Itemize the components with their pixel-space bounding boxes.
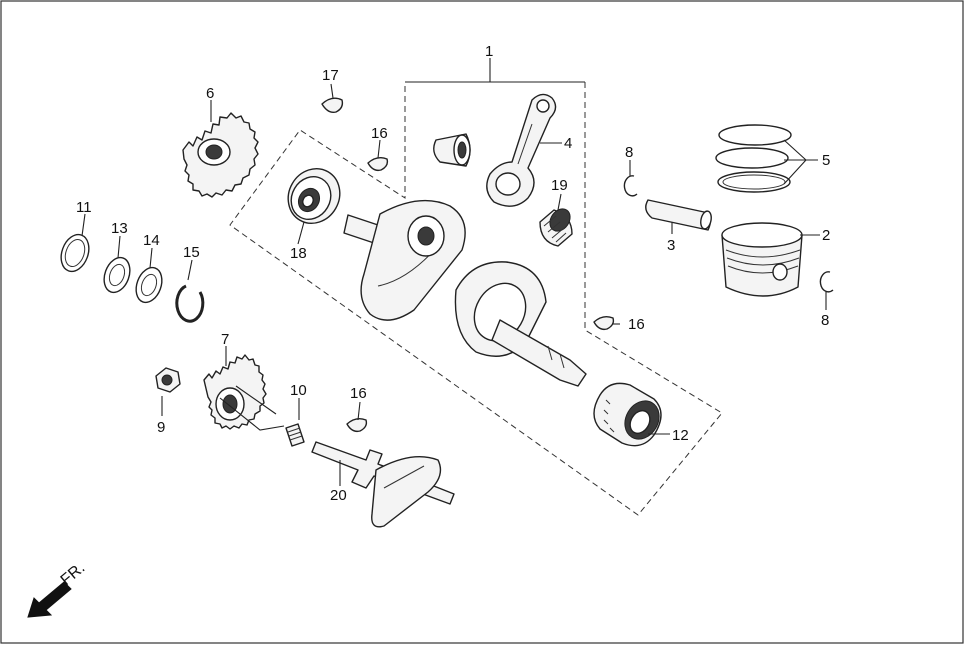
callout-9: 9: [157, 419, 165, 436]
callout-13: 13: [111, 220, 128, 237]
callout-2: 2: [822, 227, 830, 244]
part-6-gear: [182, 112, 259, 198]
callout-20: 20: [330, 487, 347, 504]
callout-8a: 8: [625, 144, 633, 161]
part-3-piston-pin: [645, 199, 712, 231]
part-17-key: [321, 97, 344, 114]
callout-17: 17: [322, 67, 339, 84]
part-13-washer: [103, 256, 131, 294]
callout-16b: 16: [628, 316, 645, 333]
part-8-circlip-a: [623, 175, 638, 197]
part-5-piston-rings: [715, 124, 792, 193]
callout-10: 10: [290, 382, 307, 399]
part-15-snap-ring: [175, 284, 205, 323]
crankshaft-right-half: [454, 261, 587, 387]
callout-1: 1: [485, 43, 493, 60]
part-10-spring: [285, 423, 305, 447]
callout-11: 11: [76, 199, 92, 216]
part-2-piston: [721, 222, 803, 297]
part-9-nut: [155, 367, 181, 393]
callout-8b: 8: [821, 312, 829, 329]
callout-6: 6: [206, 85, 214, 102]
part-16-key-c: [346, 417, 368, 433]
part-7-gear: [203, 354, 267, 430]
callout-12: 12: [672, 427, 689, 444]
part-12-bearing: [593, 382, 662, 447]
part-19-needle-bearing: [539, 208, 573, 247]
callout-16a: 16: [371, 125, 388, 142]
callout-15: 15: [183, 244, 200, 261]
part-18-bearing: [287, 168, 341, 224]
part-8-circlip-b: [819, 271, 834, 293]
part-11-washer: [60, 233, 90, 273]
crankshaft-left-half: [343, 199, 466, 321]
callout-19: 19: [551, 177, 568, 194]
part-4-bushing: [433, 133, 471, 167]
callout-4: 4: [564, 135, 572, 152]
callout-5: 5: [822, 152, 830, 169]
callout-14: 14: [143, 232, 160, 249]
leader-lines: [81, 58, 827, 486]
callout-3: 3: [667, 237, 675, 254]
part-4-connecting-rod: [486, 93, 557, 207]
front-direction-indicator: FR.: [27, 559, 88, 618]
part-20-balancer-shaft: [311, 441, 455, 528]
callout-labels: 1 2 3 4 5 6 7 8 8 9 10 11 12 13 14 15 16…: [76, 43, 830, 504]
callout-18: 18: [290, 245, 307, 262]
assembly-boundary: [229, 81, 723, 516]
part-14-washer: [135, 266, 163, 304]
part-16-key-b: [593, 315, 615, 331]
part-16-key-a: [367, 156, 389, 172]
arrow-down-left-icon: [27, 581, 72, 618]
callout-16c: 16: [350, 385, 367, 402]
callout-7: 7: [221, 331, 229, 348]
